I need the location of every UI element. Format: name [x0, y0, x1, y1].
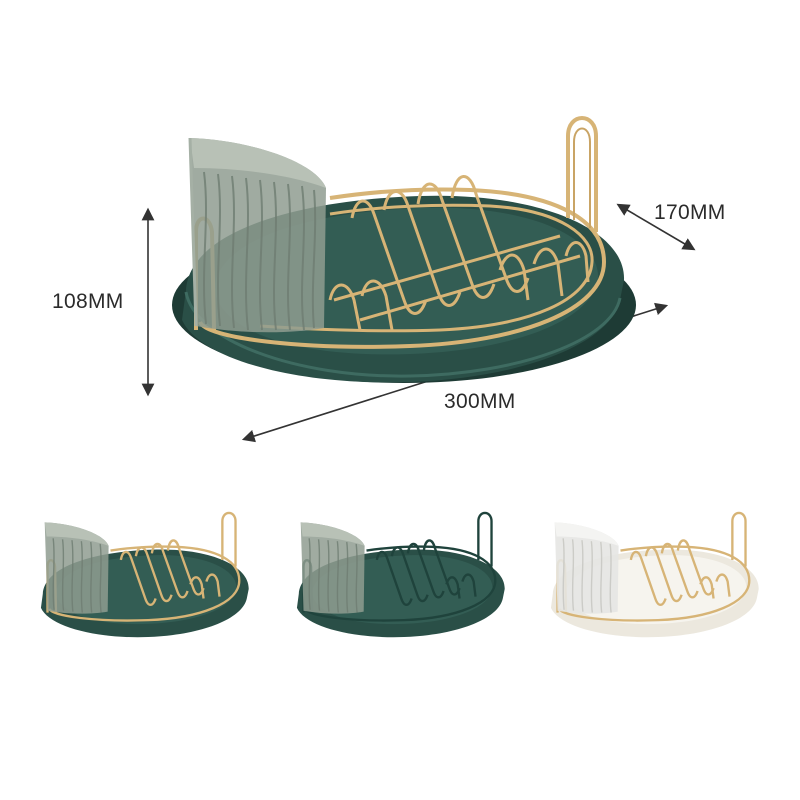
main-rack-handle-inner — [573, 127, 591, 228]
main-dish-rack — [172, 116, 636, 383]
main-plate-wires — [328, 175, 590, 331]
main-rack-rail — [198, 187, 607, 349]
height-dimension-label: 108MM — [52, 290, 124, 313]
main-utensil-cup — [188, 137, 326, 333]
length-dimension-label: 300MM — [444, 390, 516, 413]
main-rack-handle — [566, 116, 598, 232]
variant-green-green — [296, 511, 505, 638]
depth-dimension-label: 170MM — [654, 201, 726, 224]
variant-white-gold — [550, 511, 759, 638]
depth-arrow — [616, 203, 696, 251]
variant-green-gold — [40, 511, 249, 638]
